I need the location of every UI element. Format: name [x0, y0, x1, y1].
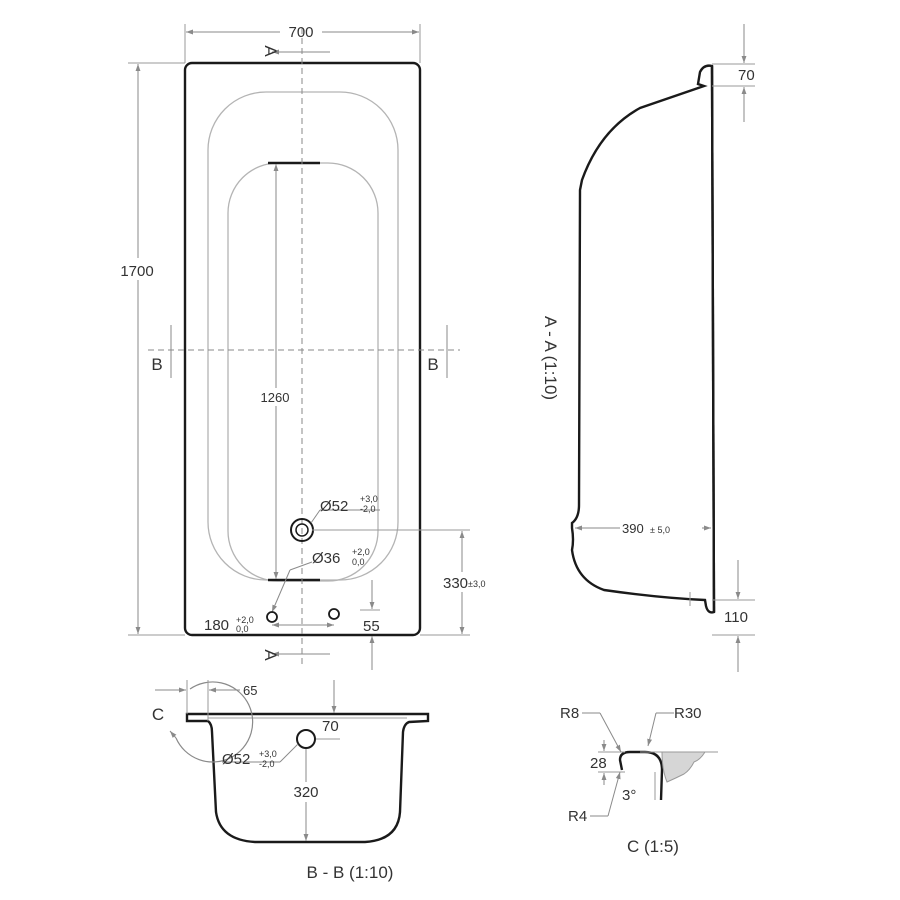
section-b-left-label: B: [151, 355, 162, 374]
plan-view: 700 1700 1260 A A B B Ø52 +3,0 -2,0: [110, 24, 485, 670]
drain-offset-label: 330: [443, 575, 468, 592]
detail-r8-label: R8: [560, 705, 579, 722]
section-bb-profile: [185, 712, 430, 844]
section-bb-view: C 65 Ø52 +3,0 -2,0 70 320 B - B (1:10): [152, 680, 430, 882]
detail-r4-label: R4: [568, 808, 587, 825]
bb-depth-label: 320: [293, 784, 318, 801]
rim-width-label: 65: [243, 683, 257, 698]
rim-height-label: 70: [738, 67, 755, 84]
svg-text:-2,0: -2,0: [360, 504, 376, 514]
section-b-right-label: B: [427, 355, 438, 374]
base-height-label: 110: [724, 609, 748, 626]
detail-c-profile: [618, 750, 664, 801]
leg-spacing-label: 180: [204, 617, 229, 634]
svg-text:+3,0: +3,0: [360, 494, 378, 504]
detail-height-label: 28: [590, 755, 607, 772]
section-a-top-label: A: [261, 45, 280, 57]
svg-text:+2,0: +2,0: [236, 615, 254, 625]
detail-c-hatch: [661, 751, 706, 783]
section-a-bottom-label: A: [261, 649, 280, 661]
length-dimension: 1700: [120, 263, 153, 280]
svg-text:±3,0: ±3,0: [468, 579, 485, 589]
bb-drain-diameter-label: Ø52: [222, 751, 250, 768]
detail-r30-label: R30: [674, 705, 702, 722]
section-bb-title: B - B (1:10): [307, 863, 394, 882]
overflow-diameter-label: Ø36: [312, 550, 340, 567]
svg-text:0,0: 0,0: [352, 557, 365, 567]
svg-text:+3,0: +3,0: [259, 749, 277, 759]
section-aa-title: A - A (1:10): [541, 316, 560, 400]
svg-text:± 5,0: ± 5,0: [650, 525, 670, 535]
leg-hole-right: [328, 608, 340, 620]
detail-angle-label: 3°: [622, 787, 636, 804]
section-aa-profile: [570, 64, 716, 614]
section-aa-view: 70 390 ± 5,0 110 A - A (1:10): [541, 24, 755, 672]
svg-text:0,0: 0,0: [236, 624, 249, 634]
svg-text:+2,0: +2,0: [352, 547, 370, 557]
width-dimension: 700: [288, 24, 313, 41]
svg-text:-2,0: -2,0: [259, 759, 275, 769]
detail-c-title: C (1:5): [627, 837, 679, 856]
detail-c-marker: C: [152, 705, 164, 724]
section-bb-drain: [296, 729, 316, 749]
depth-label: 390: [622, 521, 644, 536]
leg-hole-left: [266, 611, 278, 623]
detail-c-circle: [175, 681, 254, 763]
inner-length-dimension: 1260: [261, 390, 290, 405]
detail-c-view: 28 R8 R30 R4 3° C (1:5): [560, 705, 718, 856]
drain-diameter-label: Ø52: [320, 498, 348, 515]
bb-drain-depth-label: 70: [322, 718, 339, 735]
leg-offset-label: 55: [363, 618, 380, 635]
